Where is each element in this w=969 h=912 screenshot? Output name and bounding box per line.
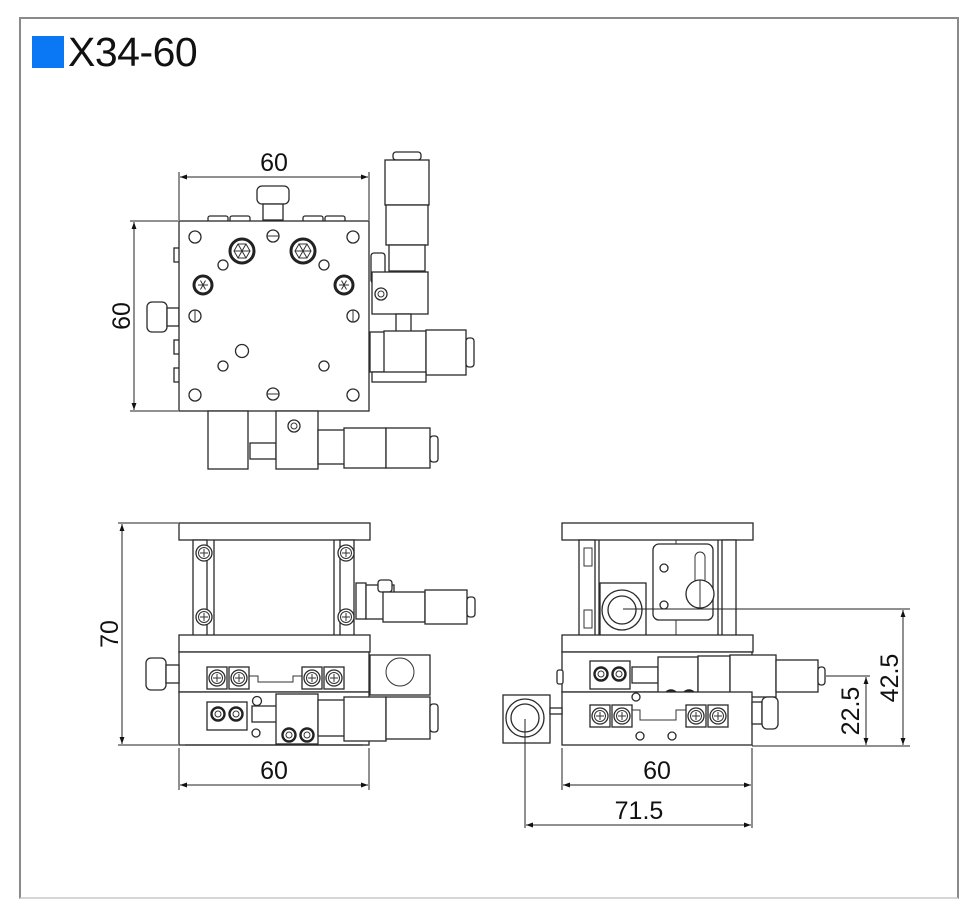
side-height-upper-dimension: 42.5 — [876, 654, 904, 703]
side-overall-width-dimension: 71.5 — [615, 797, 664, 825]
side-height-lower-dimension: 22.5 — [837, 687, 865, 736]
title-marker-icon — [32, 36, 64, 68]
drawing-frame — [19, 17, 959, 899]
front-width-dimension: 60 — [260, 757, 288, 785]
side-view: 42.5 22.5 60 71.5 — [502, 522, 910, 828]
top-view: 60 60 — [108, 149, 475, 470]
front-height-dimension: 70 — [96, 620, 124, 648]
model-title: X34-60 — [68, 29, 198, 75]
top-width-dimension: 60 — [260, 149, 288, 177]
top-height-dimension: 60 — [108, 302, 136, 330]
front-view: 70 60 — [96, 522, 476, 790]
side-width-dimension: 60 — [643, 757, 671, 785]
title-block: X34-60 — [32, 29, 198, 75]
